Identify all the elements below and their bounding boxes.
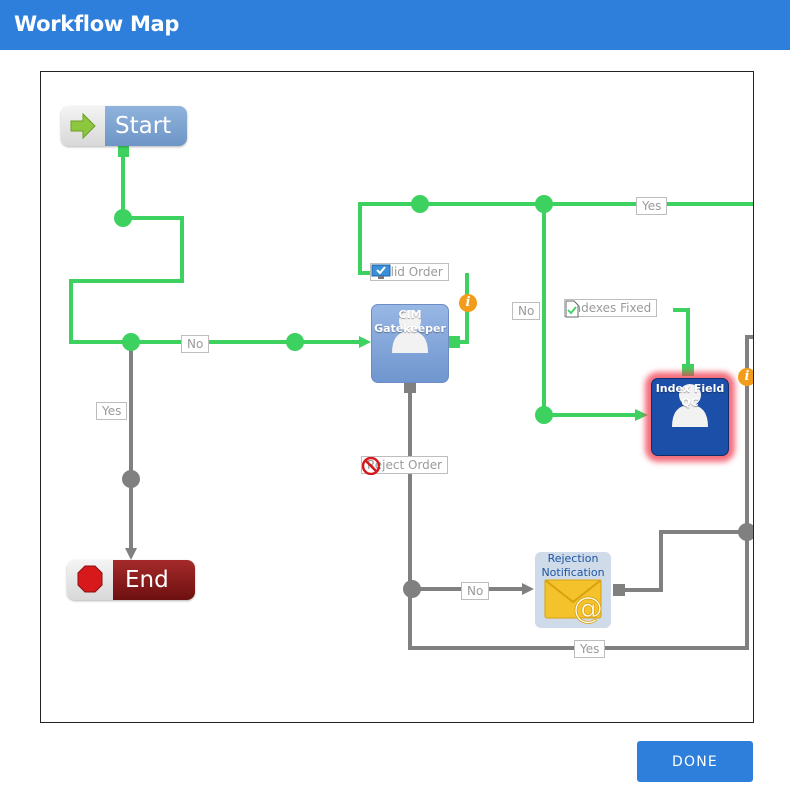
dialog-header: Workflow Map	[0, 0, 790, 50]
end-node[interactable]: End	[67, 560, 195, 600]
monitor-check-icon	[371, 264, 391, 279]
node-label-line2: Notification	[541, 566, 605, 579]
path-indexes-fixed	[673, 308, 690, 368]
path-start	[69, 146, 359, 344]
index-field-qc-node[interactable]: Index Field QC	[651, 378, 729, 456]
indexes-fixed-text: Indexes Fixed	[570, 301, 652, 315]
connector-label-yes: Yes	[96, 402, 128, 420]
document-check-icon	[565, 300, 579, 318]
node-label-line2: Gatekeeper	[374, 322, 446, 335]
workflow-connectors	[69, 146, 753, 650]
port-square	[448, 336, 460, 348]
arrow-to-index-field	[635, 409, 648, 421]
person-icon	[672, 384, 708, 427]
connector-label-reject-order: Reject Order	[361, 456, 449, 475]
junction-dot	[286, 333, 304, 351]
connector-label-no: No	[181, 335, 210, 353]
connector-label-valid-order: Valid Order	[370, 263, 449, 281]
path-notification-out	[619, 530, 747, 592]
junction-dot	[535, 195, 553, 213]
arrow-to-end	[125, 548, 137, 560]
cim-gatekeeper-node[interactable]: CIM Gatekeeper	[371, 304, 449, 383]
workflow-canvas[interactable]: Start End CIM Gatekeeper i Index Field Q…	[40, 71, 754, 723]
arrow-to-cim	[359, 336, 371, 348]
index-field-label: Index Field QC	[652, 382, 728, 410]
junction-dot	[114, 209, 132, 227]
junction-dot	[122, 470, 140, 488]
start-node[interactable]: Start	[61, 106, 187, 146]
port-square	[682, 364, 694, 376]
end-label: End	[113, 560, 195, 600]
email-at-icon: @	[544, 579, 603, 624]
stop-sign-icon	[67, 560, 113, 600]
no-entry-icon	[362, 457, 380, 475]
info-icon[interactable]: i	[459, 294, 477, 312]
arrow-right-icon	[61, 106, 105, 146]
path-reject	[408, 335, 753, 650]
valid-order-text: Valid Order	[376, 265, 443, 279]
junction-dot	[738, 523, 753, 541]
connector-label-yes: Yes	[574, 640, 606, 658]
connector-label-indexes-fixed: Indexes Fixed	[564, 299, 658, 318]
junction-dot	[122, 333, 140, 351]
connector-label-yes: Yes	[636, 197, 668, 215]
rejection-notification-node[interactable]: Rejection Notification @	[535, 552, 611, 628]
node-label-line2: QC	[681, 396, 699, 409]
reject-order-text: Reject Order	[367, 458, 443, 472]
port-square	[613, 584, 625, 596]
cim-gatekeeper-label: CIM Gatekeeper	[372, 308, 448, 336]
info-icon[interactable]: i	[738, 368, 753, 386]
node-label-line1: Index Field	[655, 382, 725, 395]
junction-dot	[411, 195, 429, 213]
node-label-line1: CIM	[398, 308, 422, 321]
rejection-notification-label: Rejection Notification	[535, 552, 611, 580]
arrow-to-notification	[522, 583, 534, 595]
person-icon	[392, 310, 428, 353]
connector-label-no: No	[512, 302, 541, 320]
port-square	[404, 381, 416, 393]
connector-label-no: No	[461, 582, 490, 600]
start-label: Start	[105, 106, 187, 146]
node-label-line1: Rejection	[547, 552, 599, 565]
junction-dot	[535, 406, 553, 424]
done-button[interactable]: DONE	[637, 741, 753, 782]
junction-dot	[403, 580, 421, 598]
svg-text:@: @	[573, 591, 603, 624]
dialog-title: Workflow Map	[14, 12, 180, 36]
port-square	[118, 146, 129, 157]
